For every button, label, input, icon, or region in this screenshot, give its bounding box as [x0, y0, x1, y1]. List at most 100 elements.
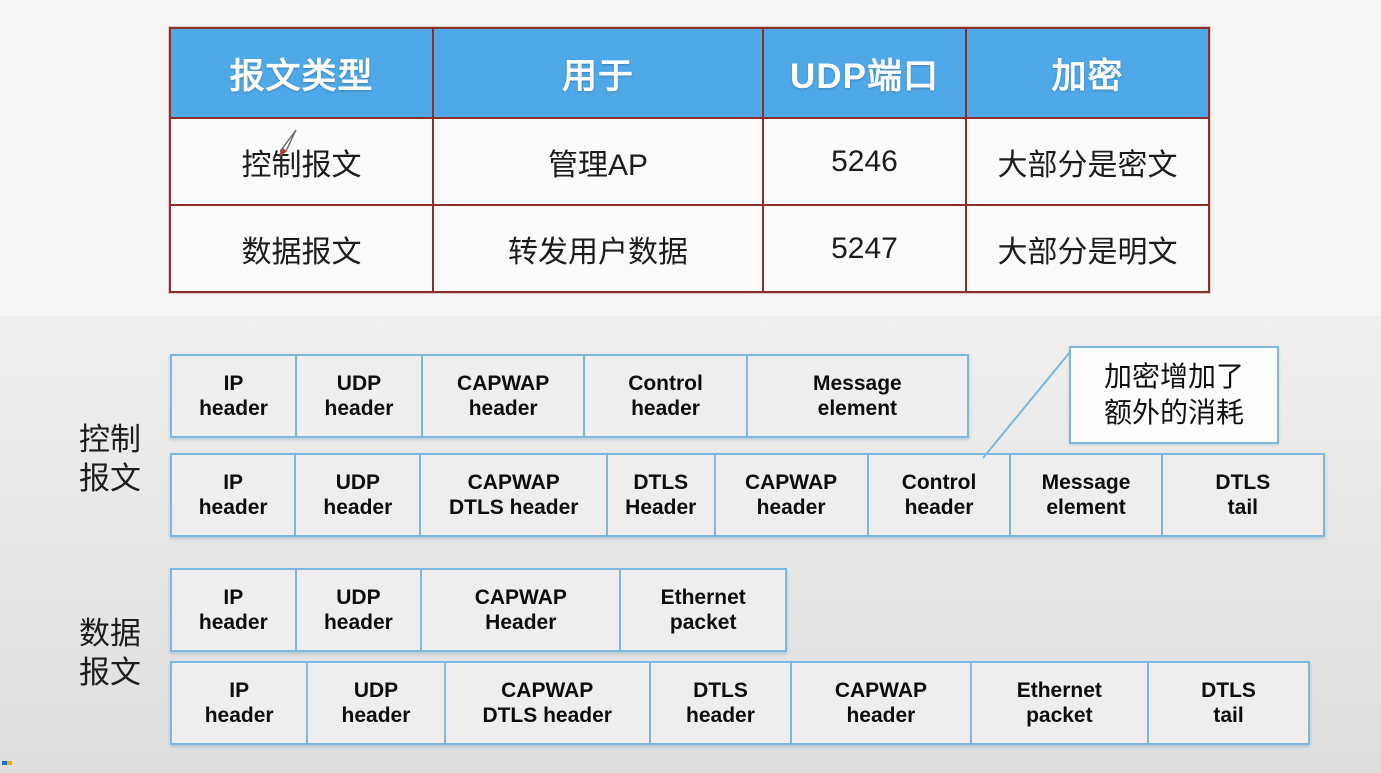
packet-field-line1: CAPWAP	[474, 586, 567, 609]
packet-field-line1: CAPWAP	[467, 471, 560, 494]
packet-field-line1: UDP	[353, 679, 399, 702]
cell-encryption: 大部分是密文	[965, 117, 1210, 206]
callout-line2: 额外的消耗	[1103, 397, 1244, 428]
column-header-message-type: 报文类型	[169, 27, 434, 119]
row-label-control-message: 控制 报文	[79, 420, 179, 498]
packet-field-line1: CAPWAP	[744, 471, 838, 494]
packet-field-line1: CAPWAP	[834, 679, 928, 702]
capwap-comparison-table: 报文类型 用于 UDP端口 加密 控制报文 管理AP 5246 大部分是密文 数…	[169, 27, 1210, 293]
packet-field-line2: Header	[485, 611, 557, 634]
packet-field-line2: header	[341, 704, 411, 727]
cell-message-type: 控制报文	[169, 117, 434, 206]
packet-field-line1: DTLS	[1201, 679, 1256, 702]
packet-field-line1: Control	[628, 372, 703, 395]
table-row: 数据报文 转发用户数据 5247 大部分是明文	[169, 204, 1210, 293]
packet-field-line1: CAPWAP	[457, 372, 550, 395]
packet-field-line2: DTLS header	[482, 704, 612, 727]
packet-field-line2: tail	[1213, 704, 1244, 727]
packet-field-line2: DTLS header	[448, 496, 579, 519]
taskbar-artifact-icon	[2, 761, 13, 770]
packet-field-line2: header	[323, 611, 393, 634]
packet-field-line1: Message	[813, 372, 902, 395]
packet-field-line1: DTLS	[633, 471, 689, 494]
packet-field-line2: element	[817, 397, 898, 420]
packet-field-line1: IP	[223, 471, 244, 494]
row-label-data-line1: 数据	[79, 616, 141, 651]
cell-usage: 转发用户数据	[432, 204, 764, 293]
packet-field-line1: IP	[229, 679, 250, 702]
packet-field-line1: DTLS	[1215, 471, 1271, 494]
packet-field-line1: IP	[223, 372, 244, 395]
packet-field-line2: header	[198, 496, 268, 519]
packet-field-line2: header	[198, 611, 268, 634]
table-header-row: 报文类型 用于 UDP端口 加密	[169, 27, 1210, 119]
packet-field-line1: DTLS	[693, 679, 748, 702]
packet-field-line2: element	[1046, 496, 1126, 519]
packet-field-line1: Ethernet	[1016, 679, 1102, 702]
packet-field-line2: header	[686, 704, 755, 727]
packet-field-line2: header	[468, 397, 538, 420]
packet-field-line2: header	[846, 704, 916, 727]
packet-field-line1: Ethernet	[660, 586, 746, 609]
packet-field-line1: UDP	[336, 586, 381, 609]
packet-field-line2: Header	[625, 496, 697, 519]
callout-line1: 加密增加了	[1103, 361, 1244, 392]
row-label-control-line2: 报文	[79, 461, 141, 496]
column-header-udp-port: UDP端口	[762, 27, 967, 119]
packet-field-line1: IP	[223, 586, 244, 609]
packet-field-line2: header	[323, 496, 393, 519]
packet-field-line2: packet	[669, 611, 737, 634]
packet-field-line1: UDP	[336, 372, 382, 395]
column-header-encryption: 加密	[965, 27, 1210, 119]
packet-field-line1: CAPWAP	[501, 679, 594, 702]
column-header-usage: 用于	[432, 27, 764, 119]
cell-usage: 管理AP	[432, 117, 764, 206]
packet-field-line1: UDP	[335, 471, 381, 494]
packet-field-line1: Control	[901, 471, 977, 494]
packet-field-line2: header	[631, 397, 700, 420]
table-row: 控制报文 管理AP 5246 大部分是密文	[169, 117, 1210, 206]
cell-encryption: 大部分是明文	[965, 204, 1210, 293]
row-label-data-message: 数据 报文	[79, 614, 179, 692]
packet-field-line1: Message	[1041, 471, 1131, 494]
packet-field-line2: packet	[1026, 704, 1093, 727]
cell-message-type: 数据报文	[169, 204, 434, 293]
cell-udp-port: 5246	[762, 117, 967, 206]
packet-field-line2: header	[199, 397, 268, 420]
row-label-data-line2: 报文	[79, 655, 141, 690]
packet-field-line2: header	[204, 704, 274, 727]
packet-field-line2: header	[904, 496, 974, 519]
callout-encryption-overhead: 加密增加了 额外的消耗	[1069, 346, 1279, 444]
packet-field-line2: tail	[1227, 496, 1258, 519]
row-label-control-line1: 控制	[79, 422, 141, 457]
cell-udp-port: 5247	[762, 204, 967, 293]
packet-field-line2: header	[324, 397, 394, 420]
